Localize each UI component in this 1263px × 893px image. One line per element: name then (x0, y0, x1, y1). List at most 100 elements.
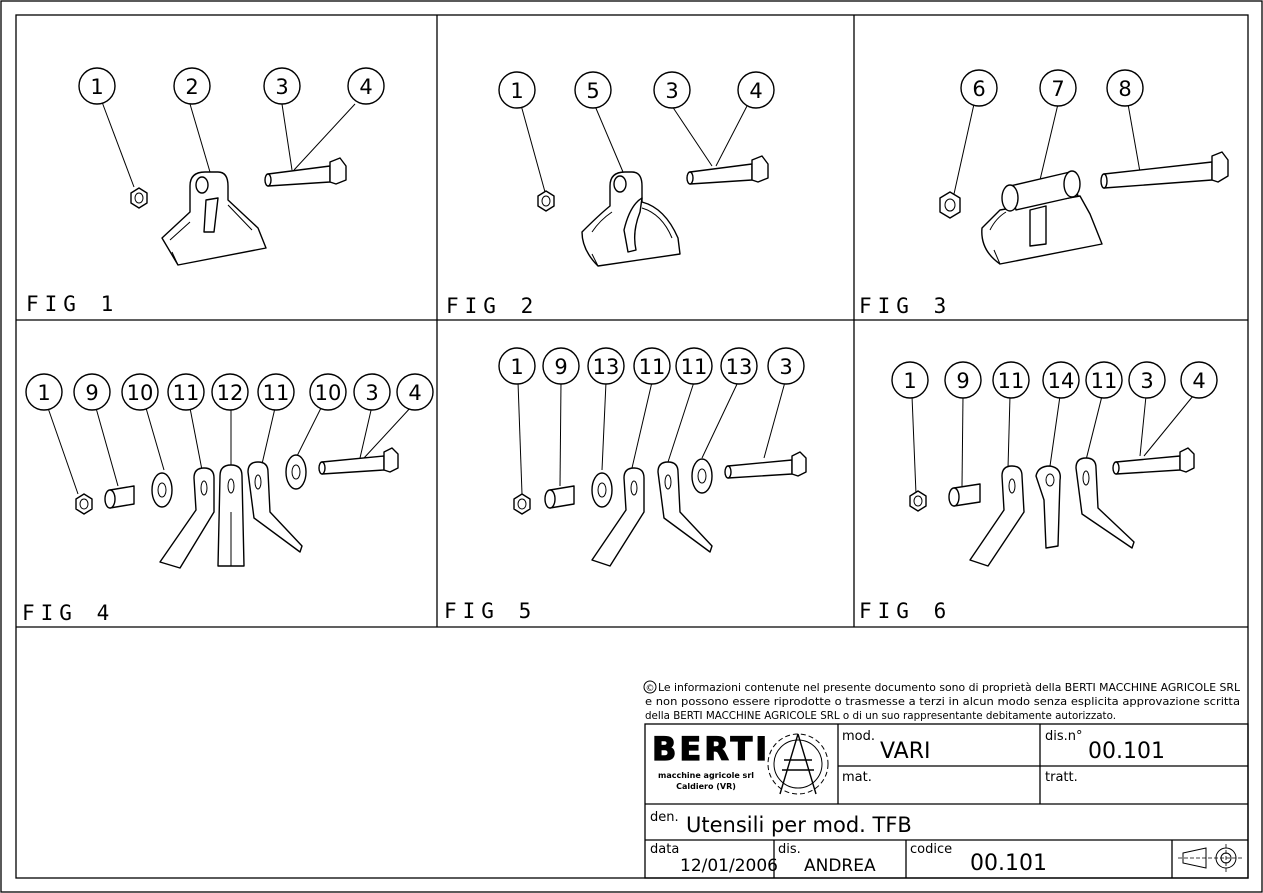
fig-4-drawing (47, 405, 413, 569)
blade-part (969, 465, 1025, 567)
fig-1-label: FIG 1 (26, 292, 119, 316)
balloon: 4 (408, 381, 421, 405)
washer-part (151, 472, 173, 508)
balloon: 11 (681, 355, 708, 379)
fig-6-label: FIG 6 (859, 599, 952, 623)
balloon: 3 (779, 355, 792, 379)
balloon: 11 (263, 381, 290, 405)
balloon: 5 (586, 79, 599, 103)
washer-part (691, 458, 713, 494)
copyright-line-3: della BERTI MACCHINE AGRICOLE SRL o di u… (645, 710, 1116, 722)
bolt-part (1115, 455, 1181, 475)
den-label: den. (650, 810, 679, 825)
drawing-frame (15, 14, 1249, 879)
copyright-note: © Le informazioni contenute nel presente… (643, 680, 1240, 722)
bolt-part (727, 459, 793, 479)
bolt-part (321, 455, 385, 475)
fig-6-drawing (909, 395, 1195, 567)
fig-2-balloons: 1 5 3 4 (498, 71, 775, 109)
nut-part (130, 187, 148, 209)
mat-label: mat. (842, 770, 872, 785)
blade-part (657, 461, 713, 553)
projection-symbol-icon (1178, 844, 1242, 872)
balloon: 1 (903, 369, 916, 393)
balloon: 1 (37, 381, 50, 405)
fig-4-balloons: 1 9 10 11 12 11 10 3 4 (25, 373, 434, 411)
balloon: 3 (665, 79, 678, 103)
company-name: macchine agricole srl (658, 771, 754, 780)
dis-label: dis. (778, 842, 801, 857)
nut-part (939, 191, 961, 219)
balloon: 11 (173, 381, 200, 405)
copyright-line-2: e non possono essere riprodotte o trasme… (645, 696, 1240, 708)
fig-2-drawing (520, 104, 769, 267)
fig-1-drawing (101, 101, 356, 266)
company-location: Caldiero (VR) (676, 782, 736, 791)
copyright-symbol: © (646, 684, 655, 694)
balloon: 4 (359, 75, 372, 99)
balloon: 9 (956, 369, 969, 393)
blade-part (1075, 457, 1135, 549)
washer-part (591, 472, 613, 508)
fig-1-balloons: 1 2 3 4 (78, 67, 385, 105)
balloon: 14 (1048, 369, 1075, 393)
nut-part (75, 493, 93, 515)
codice-value: 00.101 (970, 851, 1047, 876)
mod-value: VARI (880, 739, 930, 764)
svg-text:BERTI: BERTI (652, 730, 770, 768)
data-value: 12/01/2006 (680, 856, 778, 876)
balloon: 3 (365, 381, 378, 405)
data-label: data (650, 842, 679, 857)
fig-3-balloons: 6 7 8 (960, 69, 1144, 107)
balloon: 9 (554, 355, 567, 379)
copyright-line-1: Le informazioni contenute nel presente d… (658, 682, 1240, 694)
balloon: 11 (1091, 369, 1118, 393)
fig-5-balloons: 1 9 13 11 11 13 3 (498, 347, 805, 385)
balloon: 11 (639, 355, 666, 379)
disn-value: 00.101 (1088, 739, 1165, 764)
blade-part (159, 467, 215, 569)
balloon: 9 (85, 381, 98, 405)
balloon: 2 (185, 75, 198, 99)
title-block: BERTI macchine agricole srl Caldiero (VR… (644, 723, 1249, 879)
nut-part (909, 490, 927, 512)
tratt-label: tratt. (1045, 770, 1078, 785)
bolt-part (689, 163, 753, 185)
balloon: 3 (1140, 369, 1153, 393)
mod-label: mod. (842, 729, 875, 744)
balloon: 3 (275, 75, 288, 99)
gear-logo-icon (767, 733, 829, 795)
codice-label: codice (910, 842, 952, 857)
disn-label: dis.n° (1045, 729, 1083, 744)
balloon: 10 (127, 381, 154, 405)
balloon: 4 (749, 79, 762, 103)
blade-part (247, 461, 303, 553)
bolt-part (267, 165, 331, 187)
nut-part (537, 190, 555, 212)
nut-part (513, 493, 531, 515)
bolt-part (1103, 161, 1213, 189)
balloon: 1 (510, 355, 523, 379)
balloon: 13 (593, 355, 620, 379)
berti-logo: BERTI macchine agricole srl Caldiero (VR… (651, 729, 829, 795)
balloon: 1 (510, 79, 523, 103)
balloon: 1 (90, 75, 103, 99)
fig-6-balloons: 1 9 11 14 11 3 4 (891, 361, 1218, 399)
fig-5-drawing (513, 381, 807, 567)
dis-value: ANDREA (804, 856, 876, 876)
washer-part (285, 454, 307, 490)
fig-5-label: FIG 5 (444, 599, 537, 623)
balloon: 8 (1118, 77, 1131, 101)
den-value: Utensili per mod. TFB (686, 813, 912, 837)
balloon: 13 (726, 355, 753, 379)
balloon: 11 (998, 369, 1025, 393)
balloon: 10 (315, 381, 342, 405)
balloon: 4 (1192, 369, 1205, 393)
balloon: 12 (217, 381, 244, 405)
blade-part (591, 467, 645, 567)
fig-2-label: FIG 2 (446, 294, 539, 318)
balloon: 6 (972, 77, 985, 101)
fig-3-drawing (939, 103, 1229, 265)
